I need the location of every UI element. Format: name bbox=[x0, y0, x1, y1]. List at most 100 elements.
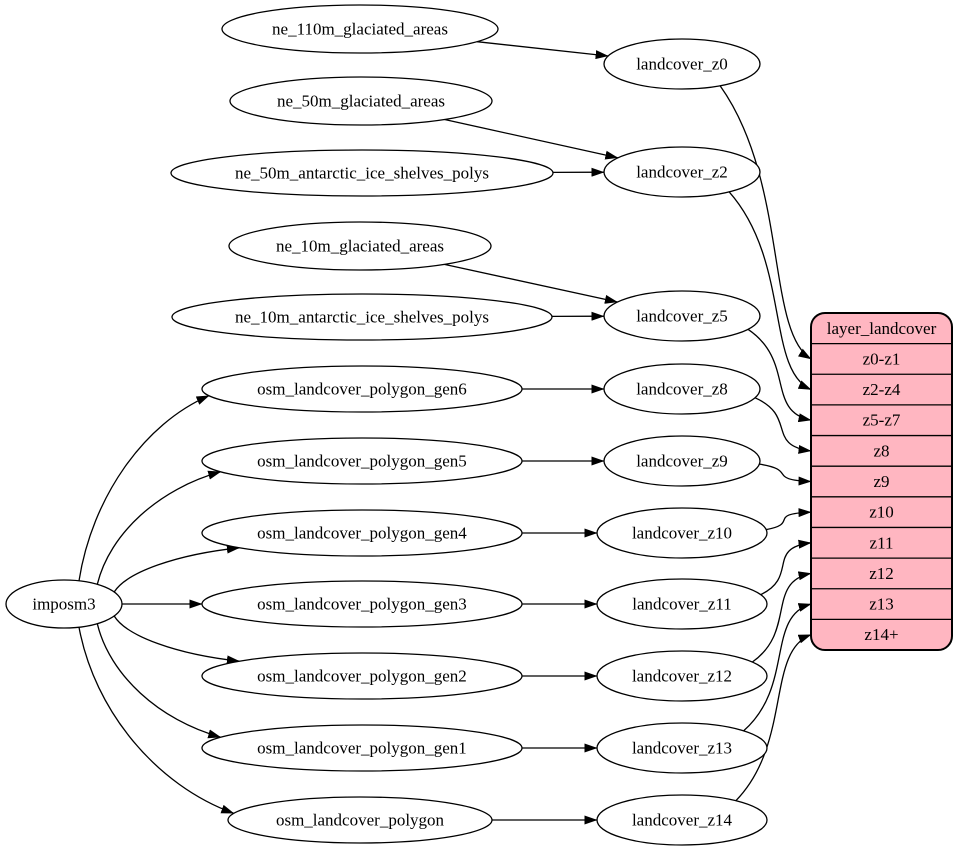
node-label-osm_landcover_polygon_gen5: osm_landcover_polygon_gen5 bbox=[257, 452, 467, 471]
edge-landcover_z8-to-layer_landcover-z8 bbox=[754, 397, 812, 454]
edge-imposm3-to-osm_landcover_polygon bbox=[78, 627, 235, 814]
node-shape-osm_landcover_polygon_gen5 bbox=[201, 437, 523, 485]
node-label-osm_landcover_polygon_gen1: osm_landcover_polygon_gen1 bbox=[257, 739, 467, 758]
node-shape-ne_10m_antarctic_ice_shelves_polys bbox=[171, 293, 553, 341]
node-label-ne_110m_glaciated_areas: ne_110m_glaciated_areas bbox=[272, 20, 448, 39]
node-shape-landcover_z11 bbox=[596, 578, 768, 630]
node-landcover_z14: landcover_z14 bbox=[596, 794, 768, 846]
node-shape-ne_110m_glaciated_areas bbox=[221, 4, 499, 54]
node-shape-landcover_z12 bbox=[596, 650, 768, 702]
node-shape-osm_landcover_polygon_gen3 bbox=[201, 580, 523, 628]
node-label-ne_10m_antarctic_ice_shelves_polys: ne_10m_antarctic_ice_shelves_polys bbox=[235, 308, 489, 327]
node-shape-landcover_z14 bbox=[596, 794, 768, 846]
table-row-z13: z13 bbox=[869, 595, 894, 614]
node-landcover_z10: landcover_z10 bbox=[596, 507, 768, 559]
table-row-z0-z1: z0-z1 bbox=[863, 349, 901, 368]
table-row-z11: z11 bbox=[870, 533, 894, 552]
table-row-z5-z7: z5-z7 bbox=[863, 411, 901, 430]
edge-imposm3-to-osm_landcover_polygon_gen2 bbox=[113, 615, 240, 665]
edges-layer bbox=[78, 41, 812, 825]
edge-landcover_z0-to-layer_landcover-z0-z1 bbox=[719, 85, 812, 360]
node-shape-osm_landcover_polygon_gen4 bbox=[201, 509, 523, 557]
node-label-osm_landcover_polygon_gen4: osm_landcover_polygon_gen4 bbox=[257, 524, 467, 543]
node-osm_landcover_polygon: osm_landcover_polygon bbox=[227, 796, 493, 844]
node-shape-landcover_z9 bbox=[603, 435, 761, 487]
node-label-landcover_z13: landcover_z13 bbox=[632, 739, 732, 758]
node-ne_10m_antarctic_ice_shelves_polys: ne_10m_antarctic_ice_shelves_polys bbox=[171, 293, 553, 341]
node-label-landcover_z0: landcover_z0 bbox=[636, 55, 728, 74]
edge-landcover_z11-to-layer_landcover-z11 bbox=[760, 539, 812, 596]
edge-imposm3-to-osm_landcover_polygon_gen4 bbox=[113, 544, 240, 593]
node-shape-landcover_z0 bbox=[603, 38, 761, 90]
table-title: layer_landcover bbox=[827, 319, 937, 338]
edge-landcover_z5-to-layer_landcover-z5-z7 bbox=[747, 328, 812, 423]
edge-landcover_z10-to-layer_landcover-z10 bbox=[766, 508, 812, 531]
table-layer: layer_landcoverz0-z1z2-z4z5-z7z8z9z10z11… bbox=[810, 312, 953, 651]
node-ne_10m_glaciated_areas: ne_10m_glaciated_areas bbox=[228, 221, 492, 271]
table-row-z10: z10 bbox=[869, 503, 894, 522]
node-osm_landcover_polygon_gen4: osm_landcover_polygon_gen4 bbox=[201, 509, 523, 557]
node-label-osm_landcover_polygon_gen3: osm_landcover_polygon_gen3 bbox=[257, 595, 467, 614]
node-label-landcover_z12: landcover_z12 bbox=[632, 667, 732, 686]
node-label-landcover_z11: landcover_z11 bbox=[632, 595, 731, 614]
node-label-osm_landcover_polygon: osm_landcover_polygon bbox=[276, 811, 445, 830]
node-shape-osm_landcover_polygon bbox=[227, 796, 493, 844]
node-osm_landcover_polygon_gen3: osm_landcover_polygon_gen3 bbox=[201, 580, 523, 628]
node-shape-imposm3 bbox=[5, 579, 123, 629]
edge-landcover_z2-to-layer_landcover-z2-z4 bbox=[728, 191, 812, 391]
node-osm_landcover_polygon_gen2: osm_landcover_polygon_gen2 bbox=[201, 652, 523, 700]
node-landcover_z0: landcover_z0 bbox=[603, 38, 761, 90]
node-shape-osm_landcover_polygon_gen1 bbox=[201, 724, 523, 772]
node-label-landcover_z8: landcover_z8 bbox=[636, 380, 728, 399]
node-osm_landcover_polygon_gen6: osm_landcover_polygon_gen6 bbox=[201, 365, 523, 413]
node-ne_110m_glaciated_areas: ne_110m_glaciated_areas bbox=[221, 4, 499, 54]
node-label-landcover_z5: landcover_z5 bbox=[636, 307, 728, 326]
node-label-landcover_z9: landcover_z9 bbox=[636, 452, 728, 471]
node-landcover_z11: landcover_z11 bbox=[596, 578, 768, 630]
table-row-z8: z8 bbox=[873, 441, 889, 460]
node-shape-osm_landcover_polygon_gen2 bbox=[201, 652, 523, 700]
edge-landcover_z9-to-layer_landcover-z9 bbox=[759, 463, 812, 486]
node-landcover_z5: landcover_z5 bbox=[603, 290, 761, 342]
node-landcover_z12: landcover_z12 bbox=[596, 650, 768, 702]
node-label-ne_50m_glaciated_areas: ne_50m_glaciated_areas bbox=[277, 92, 445, 111]
node-label-landcover_z2: landcover_z2 bbox=[636, 163, 728, 182]
table-row-z12: z12 bbox=[869, 564, 894, 583]
node-ne_50m_antarctic_ice_shelves_polys: ne_50m_antarctic_ice_shelves_polys bbox=[170, 149, 554, 197]
node-ne_50m_glaciated_areas: ne_50m_glaciated_areas bbox=[229, 76, 493, 126]
edge-landcover_z13-to-layer_landcover-z13 bbox=[743, 603, 812, 732]
node-shape-landcover_z5 bbox=[603, 290, 761, 342]
node-shape-landcover_z13 bbox=[596, 722, 768, 774]
node-imposm3: imposm3 bbox=[5, 579, 123, 629]
edge-imposm3-to-osm_landcover_polygon_gen6 bbox=[78, 395, 210, 581]
edge-imposm3-to-osm_landcover_polygon_gen5 bbox=[96, 470, 222, 585]
table-row-z14+: z14+ bbox=[864, 625, 898, 644]
table-row-z2-z4: z2-z4 bbox=[863, 380, 901, 399]
edge-landcover_z12-to-layer_landcover-z12 bbox=[752, 571, 812, 663]
node-landcover_z8: landcover_z8 bbox=[603, 363, 761, 415]
node-label-osm_landcover_polygon_gen6: osm_landcover_polygon_gen6 bbox=[257, 380, 467, 399]
node-label-landcover_z14: landcover_z14 bbox=[632, 811, 733, 830]
edge-imposm3-to-osm_landcover_polygon_gen1 bbox=[96, 623, 222, 739]
edge-ne_10m_glaciated_areas-to-landcover_z5 bbox=[444, 263, 618, 304]
node-label-ne_50m_antarctic_ice_shelves_polys: ne_50m_antarctic_ice_shelves_polys bbox=[235, 164, 489, 183]
node-osm_landcover_polygon_gen1: osm_landcover_polygon_gen1 bbox=[201, 724, 523, 772]
node-shape-landcover_z2 bbox=[603, 146, 761, 198]
table-outline bbox=[810, 312, 953, 651]
node-shape-landcover_z8 bbox=[603, 363, 761, 415]
nodes-layer: imposm3 ne_110m_glaciated_areas ne_50m_gla… bbox=[5, 4, 768, 846]
node-landcover_z13: landcover_z13 bbox=[596, 722, 768, 774]
node-label-ne_10m_glaciated_areas: ne_10m_glaciated_areas bbox=[276, 237, 444, 256]
edge-landcover_z14-to-layer_landcover-z14+ bbox=[735, 634, 812, 802]
table-layer_landcover: layer_landcoverz0-z1z2-z4z5-z7z8z9z10z11… bbox=[810, 312, 953, 651]
node-label-landcover_z10: landcover_z10 bbox=[632, 524, 732, 543]
node-shape-ne_10m_glaciated_areas bbox=[228, 221, 492, 271]
node-shape-ne_50m_glaciated_areas bbox=[229, 76, 493, 126]
node-shape-osm_landcover_polygon_gen6 bbox=[201, 365, 523, 413]
node-osm_landcover_polygon_gen5: osm_landcover_polygon_gen5 bbox=[201, 437, 523, 485]
node-shape-landcover_z10 bbox=[596, 507, 768, 559]
node-landcover_z2: landcover_z2 bbox=[603, 146, 761, 198]
node-landcover_z9: landcover_z9 bbox=[603, 435, 761, 487]
